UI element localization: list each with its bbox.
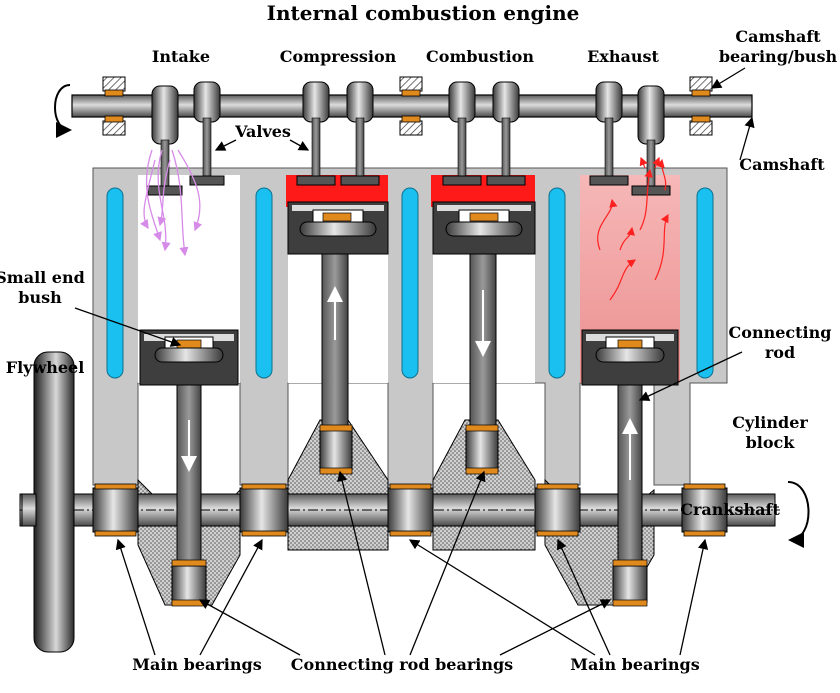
cam-lobes	[151, 81, 665, 145]
label-camshaft-bearing-2: bearing/bush	[719, 47, 838, 66]
piston-rod-1	[139, 329, 239, 607]
stroke-label-exhaust: Exhaust	[587, 47, 659, 66]
cam-lobe	[595, 81, 623, 123]
cam-lobe	[193, 81, 221, 123]
label-bush: bush	[18, 288, 62, 307]
stroke-label-combustion: Combustion	[426, 47, 534, 66]
cam-lobe	[151, 85, 179, 145]
label-connecting-rod-bearings: Connecting rod bearings	[291, 655, 513, 674]
flywheel	[33, 351, 75, 653]
coolant-passage	[548, 187, 566, 379]
coolant-passage	[255, 187, 273, 379]
big-end	[612, 565, 648, 603]
cam-lobe	[637, 85, 665, 145]
cam-lobe	[346, 81, 374, 123]
stroke-label-intake: Intake	[152, 47, 210, 66]
main-bearing-shells	[94, 483, 726, 537]
big-end	[465, 429, 499, 471]
stroke-label-compression: Compression	[280, 47, 397, 66]
label-cylinder: Cylinder	[732, 413, 808, 432]
intake-mixture-flow	[140, 149, 203, 257]
big-end	[319, 429, 353, 471]
exhaust-gas-flow	[597, 156, 669, 301]
label-flywheel: Flywheel	[6, 358, 85, 377]
label-crankshaft: Crankshaft	[680, 500, 780, 519]
big-end	[171, 565, 207, 603]
camshaft-assembly	[54, 76, 753, 145]
label-connecting-rod-1: Connecting	[729, 323, 832, 342]
piston-rod-3	[432, 201, 536, 475]
piston-rod-2	[287, 201, 389, 475]
label-camshaft: Camshaft	[739, 155, 825, 174]
camshaft-bearings	[102, 76, 713, 136]
cam-lobe	[302, 81, 330, 123]
cam-lobe	[448, 81, 476, 123]
label-camshaft-bearing-1: Camshaft	[735, 27, 821, 46]
coolant-passage	[106, 187, 124, 379]
label-main-bearings-left: Main bearings	[132, 655, 261, 674]
label-connecting-rod-2: rod	[765, 343, 795, 362]
coolant-passage	[696, 187, 714, 379]
crankshaft-rotation-arrow	[787, 481, 810, 548]
diagram-title: Internal combustion engine	[267, 1, 580, 25]
label-block: block	[746, 433, 796, 452]
label-valves: Valves	[234, 122, 291, 141]
label-main-bearings-right: Main bearings	[570, 655, 699, 674]
bearing-leader-lines	[115, 470, 709, 656]
coolant-passage	[401, 187, 419, 379]
camshaft-rotation-arrow	[54, 84, 72, 138]
cam-lobe	[492, 81, 520, 123]
piston-rod-4	[581, 329, 679, 607]
label-small-end: Small end	[0, 268, 85, 287]
